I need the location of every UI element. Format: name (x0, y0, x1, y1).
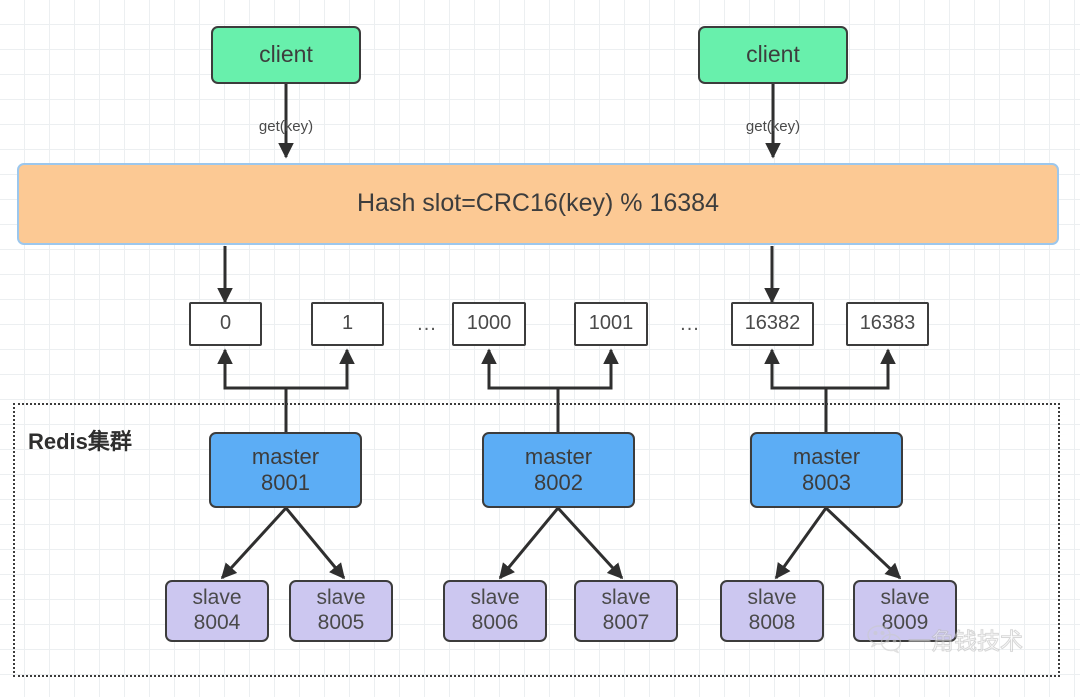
edge-label-get-key-2: get(key) (703, 118, 843, 135)
redis-cluster-label-text: Redis集群 (28, 429, 132, 454)
client-node-1-label: client (259, 41, 313, 68)
slave-node-8009[interactable]: slave 8009 (853, 580, 957, 642)
master-node-8002-role: master (524, 444, 593, 470)
slave-node-8005[interactable]: slave 8005 (289, 580, 393, 642)
slave-node-8009-role: slave (880, 586, 930, 610)
hash-slot-formula: Hash slot=CRC16(key) % 16384 (357, 189, 719, 218)
edge-label-get-key-2-text: get(key) (745, 118, 801, 135)
slot-ellipsis-right-text: ... (417, 312, 437, 335)
slot-box-16382-label: 16382 (744, 312, 801, 335)
slot-box-0-label: 0 (219, 312, 232, 335)
slave-node-8007-port: 8007 (602, 611, 650, 634)
slave-node-8008-role: slave (747, 586, 797, 610)
slave-node-8005-port: 8005 (317, 611, 365, 634)
slot-ellipsis-right: ... (405, 302, 449, 346)
slave-node-8005-role: slave (316, 586, 366, 610)
slave-node-8009-port: 8009 (881, 611, 929, 634)
slot-box-1[interactable]: 1 (311, 302, 384, 346)
slave-node-8004[interactable]: slave 8004 (165, 580, 269, 642)
slot-box-1-label: 1 (341, 312, 354, 335)
master-node-8002[interactable]: master 8002 (482, 432, 635, 508)
edge-label-get-key-1-text: get(key) (258, 118, 314, 135)
master-node-8001-role: master (251, 444, 320, 470)
slave-node-8004-role: slave (192, 586, 242, 610)
master-node-8002-port: 8002 (534, 470, 583, 495)
client-node-2[interactable]: client (698, 26, 848, 84)
slot-box-1000[interactable]: 1000 (452, 302, 526, 346)
slot-box-16382[interactable]: 16382 (731, 302, 814, 346)
edge-label-get-key-1: get(key) (216, 118, 356, 135)
slot-box-1000-label: 1000 (466, 312, 512, 335)
slot-ellipsis-left: ... (668, 302, 712, 346)
slave-node-8008-port: 8008 (748, 611, 796, 634)
client-node-2-label: client (746, 41, 800, 68)
slave-node-8006-role: slave (470, 586, 520, 610)
master-node-8001[interactable]: master 8001 (209, 432, 362, 508)
master-node-8003-port: 8003 (802, 470, 851, 495)
slot-ellipsis-left-text: ... (680, 312, 700, 335)
slave-node-8004-port: 8004 (193, 611, 241, 634)
master-node-8003-role: master (792, 444, 861, 470)
redis-cluster-boundary (13, 403, 1060, 677)
slave-node-8007[interactable]: slave 8007 (574, 580, 678, 642)
slave-node-8007-role: slave (601, 586, 651, 610)
slot-box-16383[interactable]: 16383 (846, 302, 929, 346)
master-node-8003[interactable]: master 8003 (750, 432, 903, 508)
slot-box-0[interactable]: 0 (189, 302, 262, 346)
master-node-8001-port: 8001 (261, 470, 310, 495)
slave-node-8008[interactable]: slave 8008 (720, 580, 824, 642)
slot-box-1001-label: 1001 (588, 312, 634, 335)
slot-box-16383-label: 16383 (859, 312, 916, 335)
client-node-1[interactable]: client (211, 26, 361, 84)
slot-box-1001[interactable]: 1001 (574, 302, 648, 346)
slave-node-8006-port: 8006 (471, 611, 519, 634)
redis-cluster-label: Redis集群 (28, 424, 132, 456)
slave-node-8006[interactable]: slave 8006 (443, 580, 547, 642)
hash-slot-bar[interactable]: Hash slot=CRC16(key) % 16384 (17, 163, 1059, 245)
